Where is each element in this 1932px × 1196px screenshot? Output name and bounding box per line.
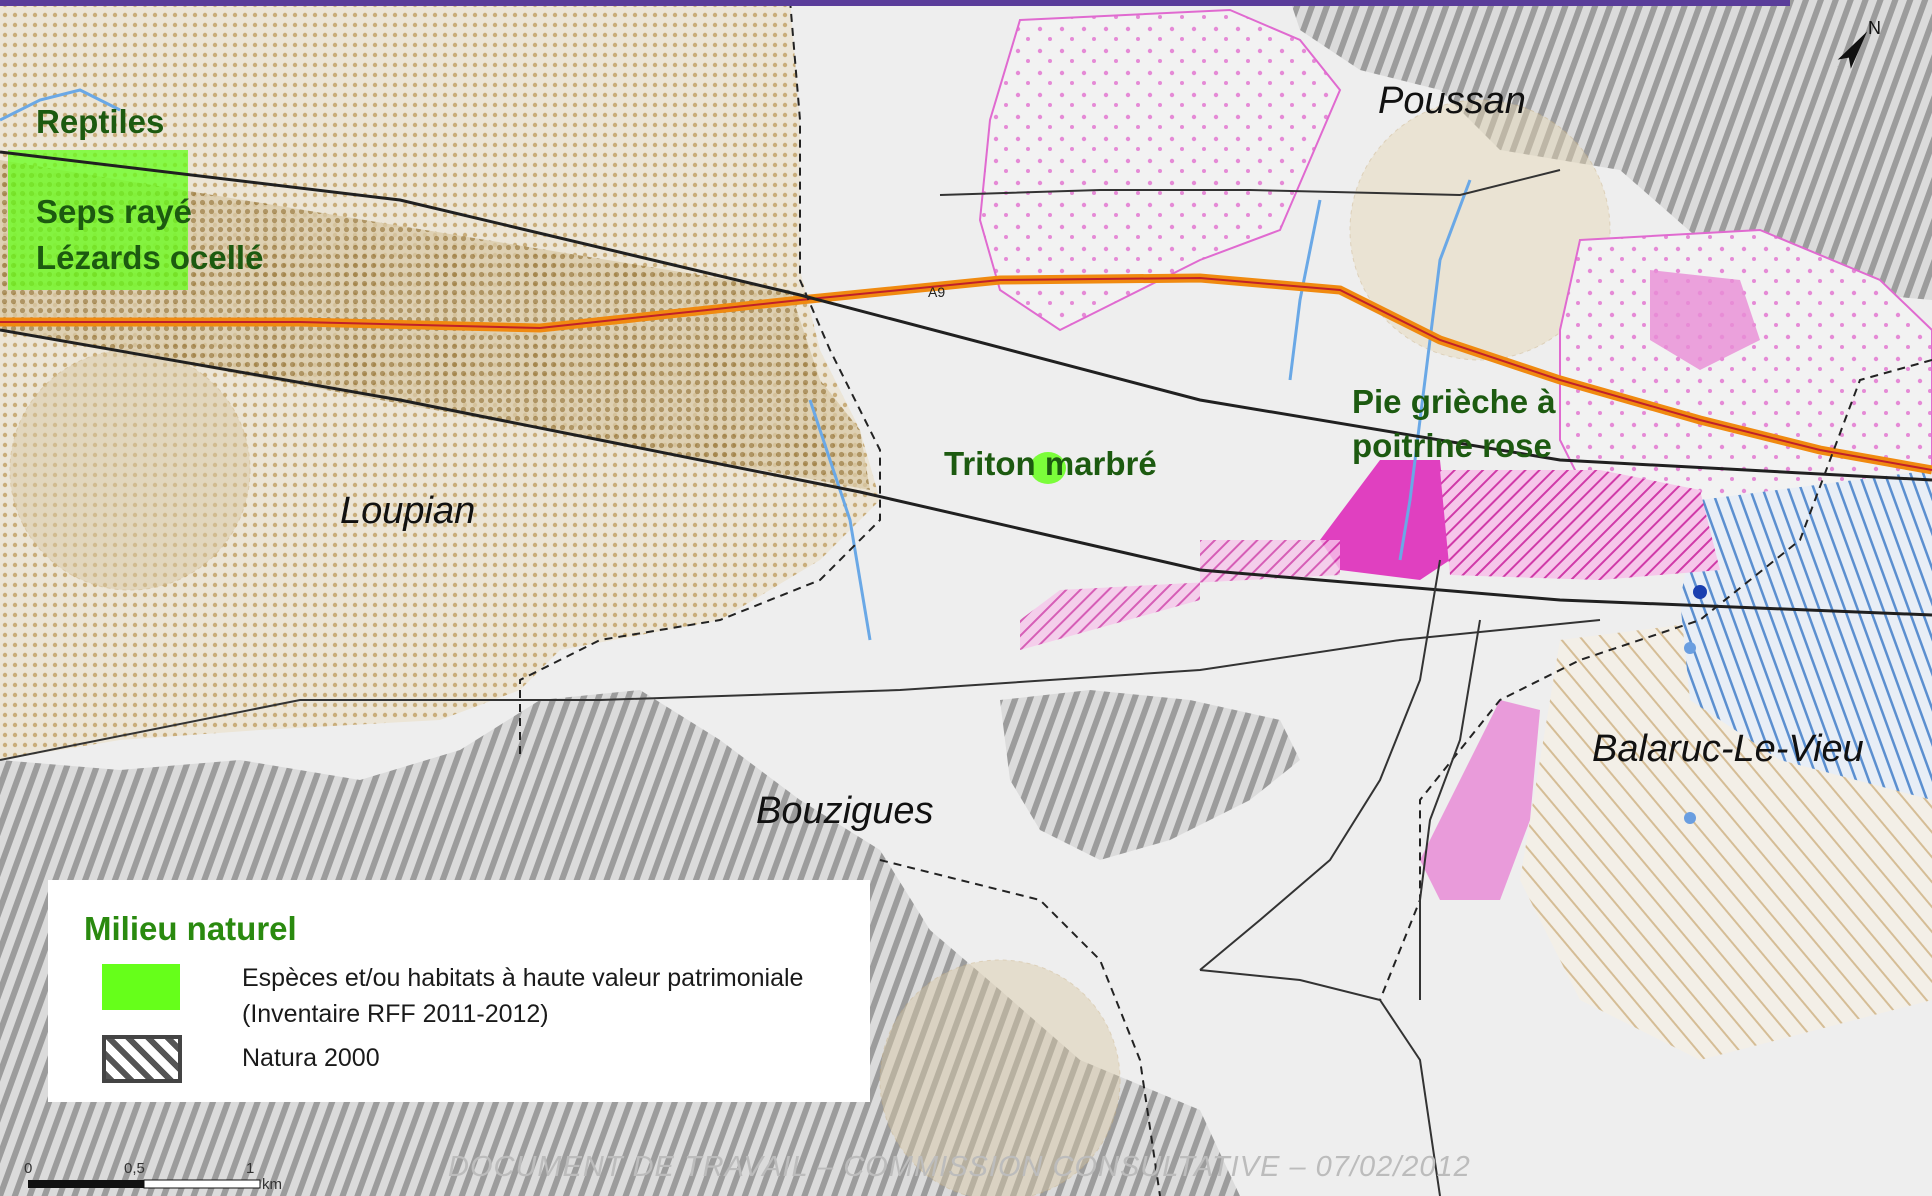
magenta-zone-topright [1650, 270, 1760, 370]
top-border [0, 0, 1790, 6]
species-label-reptiles: Reptiles [36, 103, 165, 140]
buffer-circle-poussan [1349, 99, 1611, 361]
natura-zone-north-east [1290, 0, 1932, 300]
road-network-3 [1199, 969, 1441, 1196]
road-network-1 [1199, 559, 1441, 971]
legend-item-habitat-line2: (Inventaire RFF 2011-2012) [242, 1000, 549, 1028]
boundary-east [1379, 359, 1932, 1001]
north-arrow-icon [1837, 31, 1868, 69]
watermark-text: DOCUMENT DE TRAVAIL – COMMISSION CONSULT… [448, 1151, 1471, 1183]
legend-title: Milieu naturel [84, 910, 297, 947]
road-south [0, 619, 1601, 761]
town-label-poussan: Poussan [1378, 80, 1526, 122]
magenta-zone-central [1320, 460, 1450, 580]
town-label-loupian: Loupian [340, 490, 476, 532]
buffer-circle-loupian [9, 349, 251, 591]
corridor-line-south [0, 328, 1932, 617]
stream-west [0, 88, 121, 122]
species-label-triton-marbre: Triton marbré [944, 445, 1157, 482]
stream-east [1288, 199, 1322, 381]
motorway-a9-inner [0, 276, 1932, 471]
legend-swatch-habitat [102, 964, 180, 1010]
species-label-pie-grieche-1: Pie grièche à [1352, 383, 1556, 420]
magenta-zone-south [1420, 700, 1540, 900]
road-label-a9: A9 [928, 284, 946, 300]
scale-bar [28, 1179, 261, 1189]
map-legend: Milieu naturel Espèces et/ou habitats à … [48, 880, 870, 1102]
road-network-2 [1419, 619, 1481, 1000]
legend-swatch-natura [102, 1035, 182, 1083]
blue-hatch-lagoon [1680, 470, 1932, 800]
scale-unit: km [262, 1176, 282, 1193]
species-label-lezards-ocelle: Lézards ocellé [36, 239, 264, 276]
natura-zone-south-center [1000, 690, 1300, 860]
corridor-line-north [0, 150, 1932, 482]
buffer-circle-south [879, 959, 1121, 1196]
legend-item-habitat-line1: Espèces et/ou habitats à haute valeur pa… [242, 964, 804, 992]
boundary-south [879, 859, 1161, 1196]
town-label-bouzigues: Bouzigues [756, 790, 934, 832]
north-arrow-label: N [1868, 18, 1881, 38]
species-label-seps-raye: Seps rayé [36, 193, 192, 230]
magenta-strip [1020, 540, 1340, 650]
stream-poussan [1398, 179, 1472, 561]
stream-center [808, 399, 872, 641]
blue-marker-1 [1684, 642, 1696, 654]
road-poussan [939, 169, 1561, 197]
town-label-balaruc: Balaruc-Le-Vieu [1592, 728, 1864, 770]
magenta-hatch-zone [1440, 470, 1720, 580]
blue-marker-2 [1684, 812, 1696, 824]
blue-marker-3 [1693, 585, 1707, 599]
legend-item-natura: Natura 2000 [242, 1044, 380, 1072]
boundary-west [519, 0, 881, 760]
pink-zone-poussan [978, 8, 1342, 332]
habitat-patch-reptiles [8, 150, 188, 290]
scale-tick-end: 1 [246, 1160, 255, 1177]
scale-tick-mid: 0,5 [124, 1160, 145, 1177]
scale-tick-0: 0 [24, 1160, 33, 1177]
species-label-pie-grieche-2: poitrine rose [1352, 427, 1552, 464]
habitat-patch-triton [1030, 452, 1066, 484]
